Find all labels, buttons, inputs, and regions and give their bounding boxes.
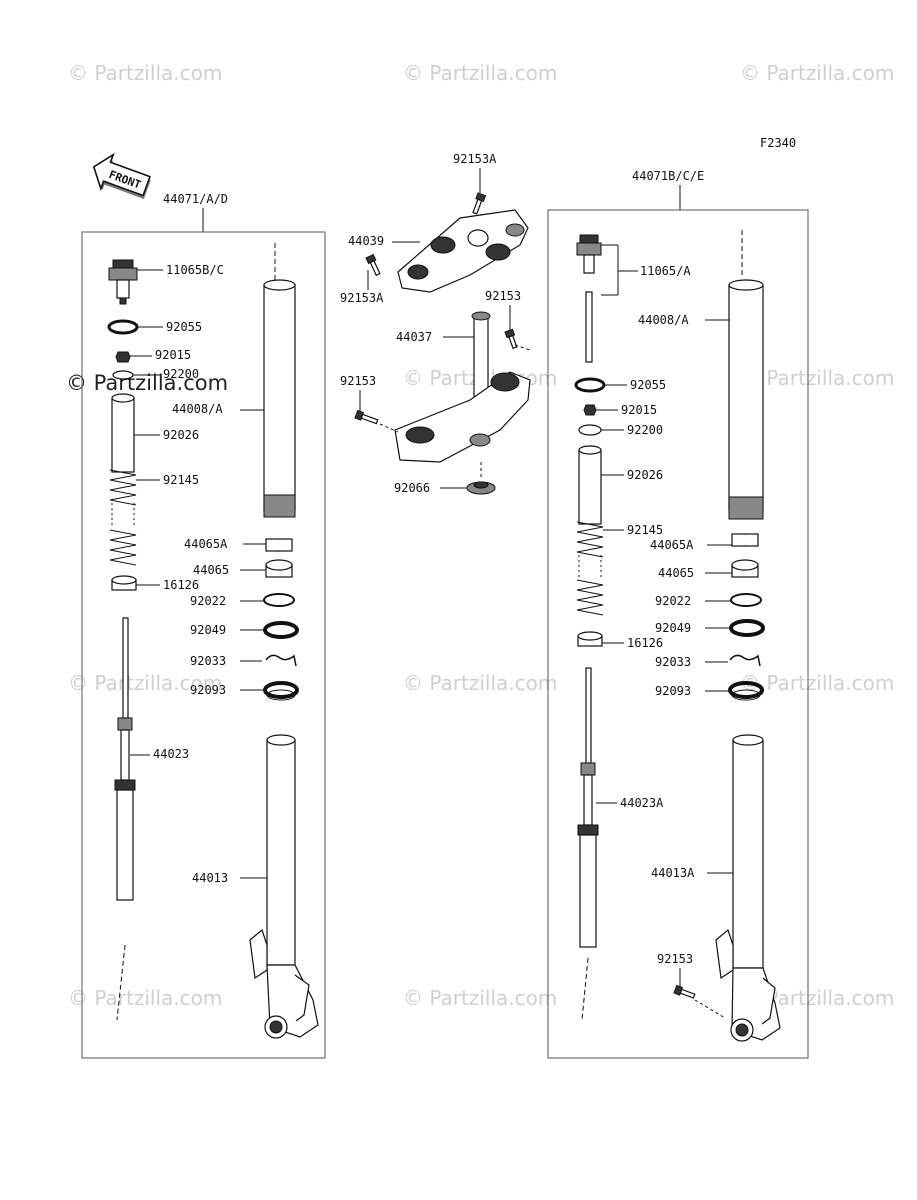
- label-92049: 92049: [190, 623, 226, 637]
- washer-icon: [112, 370, 134, 380]
- washer-icon: [263, 593, 295, 607]
- watermark: © Partzilla.com: [403, 986, 557, 1010]
- oring-icon: [107, 319, 139, 335]
- bolt-icon: [365, 253, 381, 277]
- label-92200: 92200: [163, 367, 199, 381]
- oring-icon: [574, 377, 606, 393]
- right-assembly-title: 44071B/C/E: [632, 169, 704, 183]
- watermark: © Partzilla.com: [403, 671, 557, 695]
- label-92022: 92022: [190, 594, 226, 608]
- label-92145-right: 92145: [627, 523, 663, 537]
- label-44037: 44037: [396, 330, 432, 344]
- label-92153A-left: 92153A: [340, 291, 384, 305]
- upper-tube-icon: [728, 230, 764, 520]
- left-assembly-title: 44071/A/D: [163, 192, 228, 206]
- washer-icon: [578, 424, 602, 436]
- upper-bracket-icon: [397, 209, 529, 293]
- spring-seat-icon: [577, 631, 603, 647]
- label-44023: 44023: [153, 747, 189, 761]
- label-16126: 16126: [163, 578, 199, 592]
- label-44065A: 44065A: [184, 537, 228, 551]
- spring-seat-icon: [111, 575, 137, 591]
- label-44039: 44039: [348, 234, 384, 248]
- spacer-tube-icon: [578, 445, 602, 525]
- clip-icon: [265, 654, 297, 667]
- label-92022-right: 92022: [655, 594, 691, 608]
- watermarks: © Partzilla.com © Partzilla.com © Partzi…: [66, 61, 894, 1010]
- label-92026: 92026: [163, 428, 199, 442]
- label-16126-right: 16126: [627, 636, 663, 650]
- left-assembly: 44071/A/D 11065B/C 92055 92015 92200 9: [81, 192, 326, 1059]
- front-arrow-icon: FRONT: [92, 152, 151, 199]
- label-92026-right: 92026: [627, 468, 663, 482]
- label-44023A: 44023A: [620, 796, 664, 810]
- watermark: © Partzilla.com: [68, 61, 222, 85]
- label-11065A: 11065/A: [640, 264, 691, 278]
- right-assembly: 44071B/C/E 11065/A 44008/A 92055 92015: [547, 169, 809, 1059]
- label-92055-right: 92055: [630, 378, 666, 392]
- fork-cap-icon: [108, 259, 138, 305]
- label-11065BC: 11065B/C: [166, 263, 224, 277]
- damper-rod-icon: [114, 617, 136, 901]
- label-92145: 92145: [163, 473, 199, 487]
- label-92033-right: 92033: [655, 655, 691, 669]
- lower-tube-icon: [249, 734, 319, 1039]
- label-92093-right: 92093: [655, 684, 691, 698]
- label-92055: 92055: [166, 320, 202, 334]
- watermark: © Partzilla.com: [740, 366, 894, 390]
- spring-icon: [109, 469, 137, 566]
- label-44065-right: 44065: [658, 566, 694, 580]
- label-44065: 44065: [193, 563, 229, 577]
- watermark: © Partzilla.com: [740, 61, 894, 85]
- label-92015: 92015: [155, 348, 191, 362]
- label-92153-right-bolt: 92153: [657, 952, 693, 966]
- watermark: © Partzilla.com: [68, 986, 222, 1010]
- stem-seal-icon: [466, 481, 496, 495]
- bolt-icon: [504, 328, 518, 349]
- bolt-icon: [673, 984, 696, 999]
- label-92153A-top: 92153A: [453, 152, 497, 166]
- upper-tube-icon: [263, 243, 296, 518]
- label-92153-side: 92153: [340, 374, 376, 388]
- label-92015-right: 92015: [621, 403, 657, 417]
- spacer-tube-icon: [111, 393, 135, 473]
- washer-icon: [730, 593, 762, 607]
- damper-rod-icon: [577, 667, 599, 948]
- watermark: © Partzilla.com: [740, 671, 894, 695]
- dust-seal-icon: [728, 681, 764, 699]
- label-44065A-right: 44065A: [650, 538, 694, 552]
- figure-code: F2340: [760, 136, 796, 150]
- fork-cap-icon: [576, 234, 602, 363]
- label-92033: 92033: [190, 654, 226, 668]
- nut-icon: [583, 404, 597, 416]
- bolt-icon: [354, 409, 379, 425]
- label-44008A-right: 44008/A: [638, 313, 689, 327]
- label-44008A: 44008/A: [172, 402, 223, 416]
- clip-icon: [729, 654, 761, 667]
- steering-stem-icon: [394, 311, 531, 463]
- label-92093: 92093: [190, 683, 226, 697]
- label-92153-right: 92153: [485, 289, 521, 303]
- spring-icon: [576, 521, 604, 616]
- label-92200-right: 92200: [627, 423, 663, 437]
- label-44013: 44013: [192, 871, 228, 885]
- oil-seal-icon: [263, 621, 299, 639]
- label-92049-right: 92049: [655, 621, 691, 635]
- watermark: © Partzilla.com: [403, 61, 557, 85]
- oil-seal-icon: [729, 619, 765, 637]
- label-44013A: 44013A: [651, 866, 695, 880]
- nut-icon: [115, 351, 131, 363]
- center-assembly: 92153A 44039 92153A 92153: [340, 152, 531, 495]
- bolt-icon: [472, 192, 487, 215]
- lower-tube-icon: [715, 734, 781, 1042]
- watermark: © Partzilla.com: [68, 671, 222, 695]
- label-92066: 92066: [394, 481, 430, 495]
